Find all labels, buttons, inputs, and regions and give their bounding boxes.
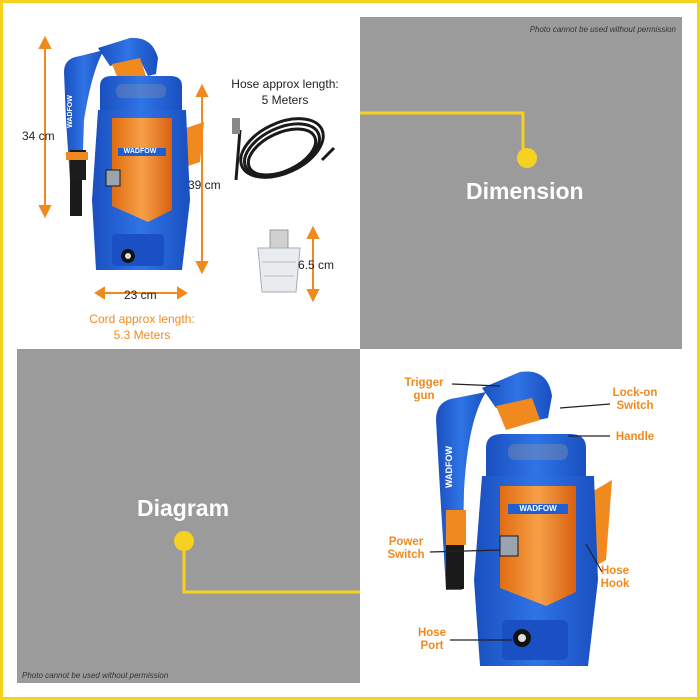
cord-line-1: Cord approx length: <box>89 312 195 326</box>
dimension-title: Dimension <box>466 178 584 204</box>
cord-line-2: 5.3 Meters <box>113 328 171 342</box>
hose-line-1: Hose approx length: <box>231 77 339 91</box>
hose-connector <box>232 118 240 134</box>
hose-hook-1: Hose <box>600 565 630 577</box>
height-body-label: 39 cm <box>188 178 221 192</box>
hose-line-2: 5 Meters <box>261 93 309 107</box>
hose-length-label: Hose approx length: 5 Meters <box>214 76 356 108</box>
hose-hook-2: Hook <box>600 578 630 590</box>
label-hose-hook: Hose Hook <box>592 565 638 591</box>
brand-plate-small: WADFOW <box>123 148 157 155</box>
top-right-panel <box>360 17 682 349</box>
brand-gun-small: WADFOW <box>66 95 74 128</box>
width-label: 23 cm <box>124 288 157 302</box>
washer-diagram-image <box>436 371 612 666</box>
hose-image <box>234 117 336 181</box>
washer-top-image <box>64 37 204 270</box>
watermark-top: Photo cannot be used without permission <box>529 25 676 34</box>
bottom-left-panel <box>17 349 360 683</box>
power-switch-1: Power <box>388 536 424 548</box>
dimension-arrows <box>38 35 320 303</box>
power-switch-2: Switch <box>387 549 425 561</box>
height-gun-label: 34 cm <box>22 129 55 143</box>
cord-length-label: Cord approx length: 5.3 Meters <box>62 311 222 343</box>
label-power-switch: Power Switch <box>380 536 432 562</box>
hose-port-1: Hose <box>417 627 447 639</box>
trigger-gun-1: Trigger <box>404 377 444 389</box>
lock-on-1: Lock-on <box>612 387 658 399</box>
trigger-gun-2: gun <box>413 390 435 402</box>
filter-image <box>257 229 301 293</box>
diagram-title: Diagram <box>137 495 230 521</box>
label-lock-on-switch: Lock-on Switch <box>606 387 664 413</box>
filter-height-label: 6.5 cm <box>298 258 335 272</box>
brand-plate-large: WADFOW <box>519 504 557 513</box>
brand-gun-large: WADFOW <box>444 446 454 488</box>
label-handle: Handle <box>615 431 655 443</box>
lock-on-2: Switch <box>616 400 654 412</box>
hose-port-2: Port <box>420 640 444 652</box>
label-trigger-gun: Trigger gun <box>398 377 450 403</box>
connector-diagram <box>174 531 360 594</box>
callout-lines <box>429 383 611 641</box>
label-hose-port: Hose Port <box>408 627 456 653</box>
watermark-bottom: Photo cannot be used without permission <box>22 671 169 680</box>
connector-dimension <box>360 111 537 168</box>
